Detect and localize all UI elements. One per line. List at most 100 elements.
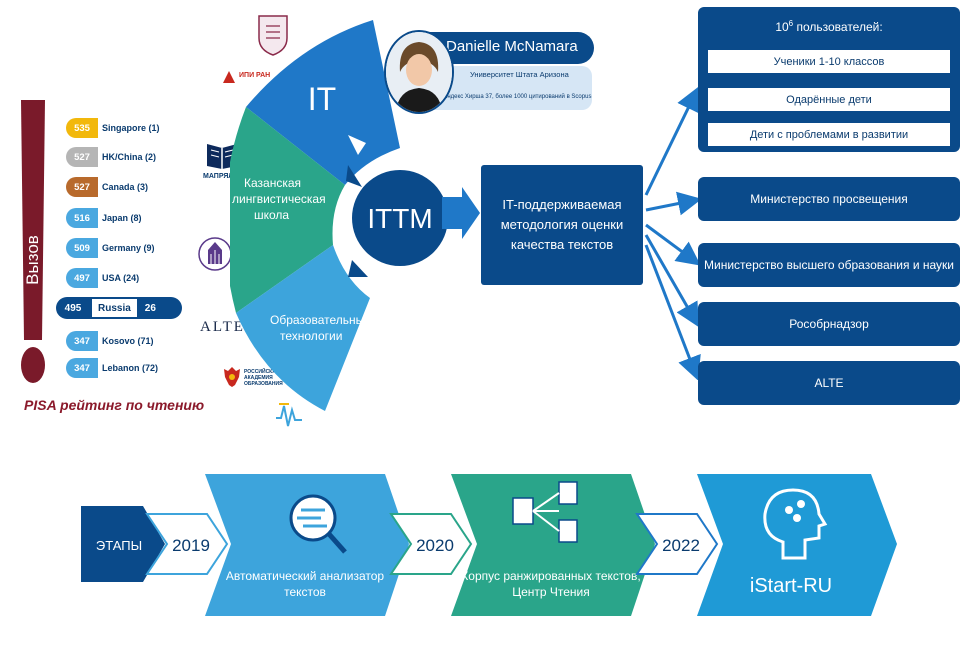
pisa-row: 535 Singapore (1) [66,118,160,138]
pisa-country: USA (24) [102,273,140,283]
pisa-row: 527 Canada (3) [66,177,148,197]
edu-tech-sector [236,245,370,411]
edu-label-line: технологии [280,329,342,343]
target-ministry-education: Министерство просвещения [698,177,960,221]
pisa-title: PISA рейтинг по чтению [24,397,205,413]
challenge-exclamation-mark: Вызов [21,100,45,383]
pisa-country: Kosovo (71) [102,336,154,346]
users-title-exponent: 6 [788,19,794,28]
challenge-label: Вызов [23,235,42,285]
fanout-arrows [644,86,702,380]
users-item: Одарённые дети [708,88,950,111]
ittm-circle [352,170,448,266]
document-network-icon [512,481,578,543]
stage-corpus-label-line: Корпус ранжированных текстов, [461,569,640,583]
kazan-label-line: школа [254,208,289,222]
year-chevron [145,513,229,575]
arrow-icon [348,135,366,155]
waveform-logo-icon [276,403,302,427]
stages-label-chevron [81,506,165,582]
pisa-row: 497 USA (24) [66,268,139,288]
rao-logo: РОССИЙСКАЯ АКАДЕМИЯ ОБРАЗОВАНИЯ [222,365,284,393]
year-label: 2020 [416,536,454,555]
arrow-to-rosobrnadzor [644,234,699,328]
stage-corpus-label-line: Центр Чтения [512,585,590,599]
users-item: Ученики 1-10 классов [708,50,950,73]
pisa-score: 516 [66,208,98,228]
scientist-university: Университет Штата Аризона [470,70,569,79]
pisa-country: HK/China (2) [102,152,156,162]
year-chevron [635,513,719,575]
kazan-school-sector [230,107,345,313]
ipi-ran-icon [223,71,235,83]
it-label: IT [308,81,336,117]
pisa-country: Lebanon (72) [102,363,159,373]
stage-istart-label: iStart-RU [750,575,832,597]
alte-logo: ALTE [200,319,250,339]
stage-analyzer-label-line: Автоматический анализатор [226,569,385,583]
mapryal-logo: МАПРЯЛ [201,140,243,188]
pisa-country: Singapore (1) [102,123,160,133]
kazan-label-line: Казанская [244,176,301,190]
pisa-score: 347 [66,331,98,351]
head-brain-icon [763,488,828,560]
university-building-icon [198,237,232,271]
chevron-right-arrow-icon [442,187,480,239]
pisa-score: 527 [66,177,98,197]
pisa-row: 347 Lebanon (72) [66,358,158,378]
year-label: 2019 [172,536,210,555]
pisa-score: 497 [66,268,98,288]
scientist-name: Danielle McNamara [446,38,578,55]
arrow-icon [346,165,362,187]
users-title-prefix: 10 [775,20,789,34]
stage-istart-arrow [697,474,897,616]
pisa-score: 535 [66,118,98,138]
target-rosobrnadzor: Рособрнадзор [698,302,960,346]
methodology-box: IT-поддерживаемая методология оценки кач… [481,165,643,285]
arrow-to-alte [644,244,701,380]
arrow-to-ministry-education [645,191,702,216]
stage-corpus-arrow [451,474,655,616]
target-alte: ALTE [698,361,960,405]
scientist-card: Danielle McNamara Университет Штата Ариз… [384,30,594,114]
fan-diagram: ITTM IT Казанская лингвистическая школа … [230,20,448,411]
edu-label-line: Образовательные [270,313,371,327]
arrow-icon [348,260,368,277]
ipi-ran-logo: ИПИ РАН [221,68,281,86]
ipi-ran-label: ИПИ РАН [239,72,271,79]
pisa-score: 495 [64,302,82,314]
pisa-rank: 26 [144,302,156,314]
pisa-row: 509 Germany (9) [66,238,155,258]
pisa-row: 347 Kosovo (71) [66,331,154,351]
ittm-label: ITTM [367,203,432,234]
kazan-label-line: лингвистическая [232,192,326,206]
pisa-row: 527 HK/China (2) [66,147,156,167]
stages-label: ЭТАПЫ [96,538,142,553]
arrow-to-users [644,86,699,196]
magnifier-wordcloud-icon [289,494,347,554]
scientist-avatar [384,30,454,114]
pisa-row: 516 Japan (8) [66,208,142,228]
stages-timeline: ЭТАПЫ 2019 Автоматический анализатор тек… [81,474,897,616]
pisa-score: 527 [66,147,98,167]
mapryal-label: МАПРЯЛ [203,173,234,180]
users-title-suffix: пользователей: [793,20,883,34]
pisa-country: Japan (8) [102,213,142,223]
year-label: 2022 [662,536,700,555]
users-title: 106 пользователей: [698,19,960,34]
target-ministry-science: Министерство высшего образования и науки [698,243,960,287]
year-chevron [389,513,473,575]
pisa-row-russia: 495 Russia 26 [56,297,182,319]
double-eagle-emblem-icon [224,367,240,387]
pisa-country: Russia [92,299,137,317]
pisa-country: Canada (3) [102,182,149,192]
alte-label: ALTE [200,319,245,335]
stage-analyzer-label-line: текстов [284,585,326,599]
pisa-score: 509 [66,238,98,258]
users-box: 106 пользователей: Ученики 1-10 классов … [698,7,960,152]
open-book-icon [207,144,237,169]
university-crest-icon [258,15,288,56]
scientist-citations: индекс Хирша 37, более 1000 цитирований … [444,94,592,100]
pisa-country: Germany (9) [102,243,155,253]
pisa-score: 347 [66,358,98,378]
